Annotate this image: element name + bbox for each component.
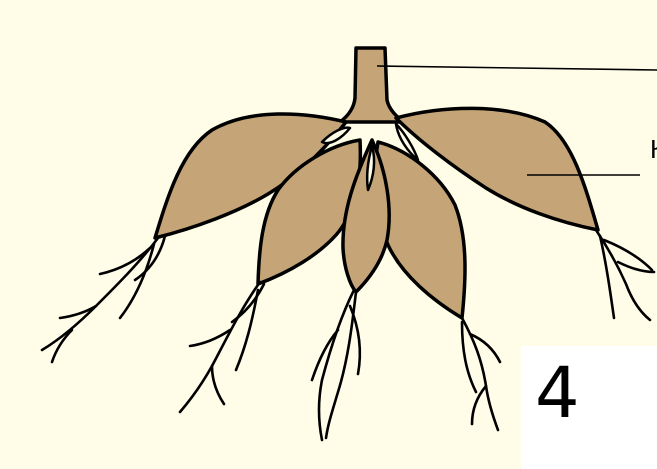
figure-number: 4 bbox=[535, 358, 580, 428]
callout-label: К bbox=[650, 134, 657, 165]
figure-number-box: 4 bbox=[521, 346, 657, 469]
